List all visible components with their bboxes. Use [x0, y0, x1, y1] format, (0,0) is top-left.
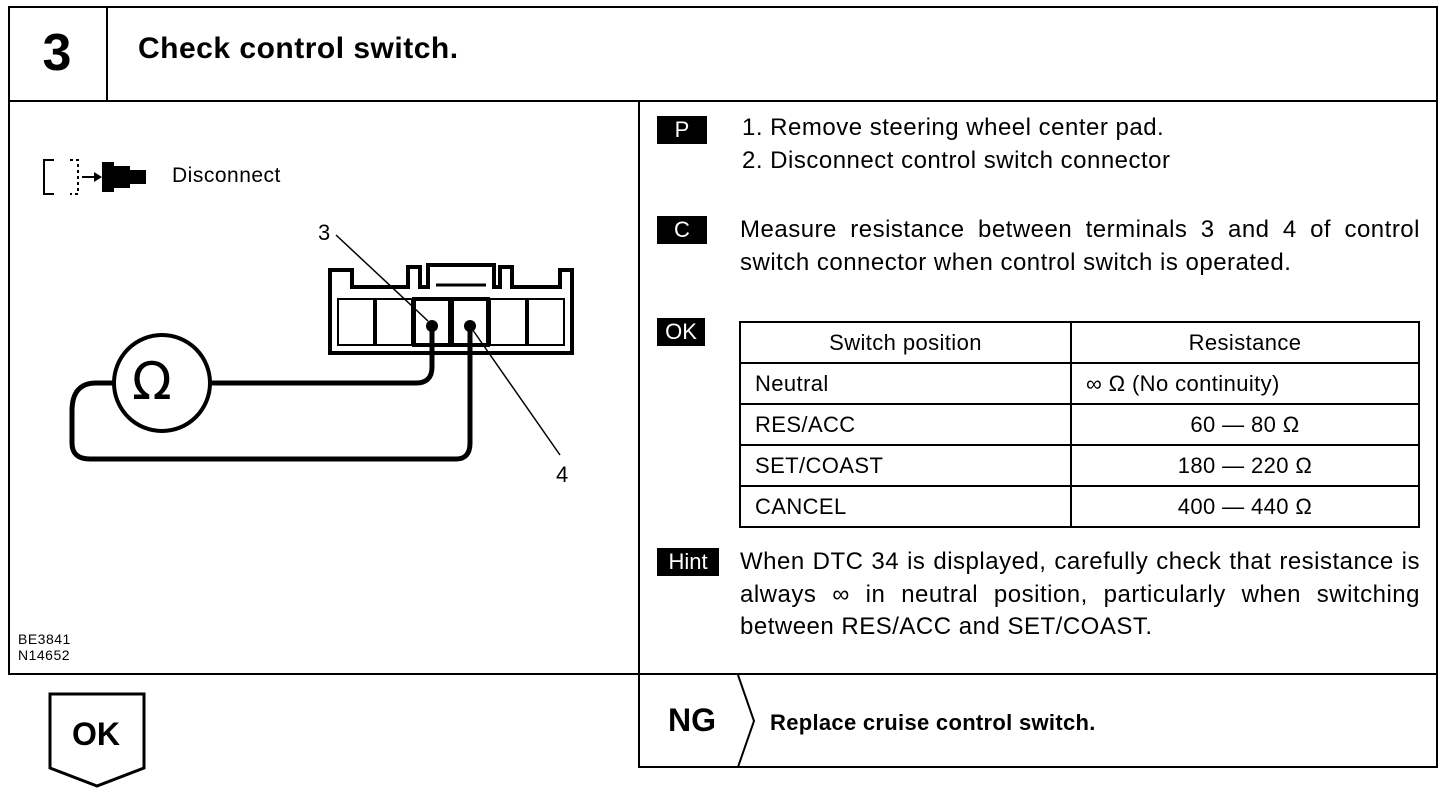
table-cell: 400 — 440 Ω — [1070, 485, 1420, 528]
table-cell: CANCEL — [739, 485, 1072, 528]
ok-result-arrow — [48, 692, 146, 788]
terminal-4-label: 4 — [556, 462, 569, 487]
table-header: Resistance — [1070, 321, 1420, 364]
table-row: Neutral ∞ Ω (No continuity) — [739, 362, 1420, 405]
table-cell: 180 — 220 Ω — [1070, 444, 1420, 487]
table-cell: Neutral — [739, 362, 1072, 405]
table-row: CANCEL 400 — 440 Ω — [739, 485, 1420, 528]
disconnect-label: Disconnect — [172, 164, 281, 187]
table-header: Switch position — [739, 321, 1072, 364]
hint-text: When DTC 34 is displayed, carefully chec… — [740, 548, 1420, 640]
table-cell: RES/ACC — [739, 403, 1072, 446]
terminal-3-label: 3 — [318, 220, 331, 245]
ohm-symbol: Ω — [132, 352, 172, 412]
check-text: Measure resistance between terminals 3 a… — [740, 216, 1420, 276]
step-header — [8, 6, 1438, 102]
prep-step-2: 2. Disconnect control switch connector — [742, 147, 1171, 174]
disconnect-connector-icon — [43, 159, 146, 195]
instructions-panel — [638, 100, 1438, 675]
ng-action: Replace cruise control switch. — [770, 710, 1096, 735]
step-number: 3 — [8, 6, 108, 100]
table-row: RES/ACC 60 — 80 Ω — [739, 403, 1420, 446]
figure-code-2: N14652 — [18, 647, 71, 663]
diagram-panel — [8, 100, 640, 675]
figure-code-1: BE3841 — [18, 631, 71, 647]
ng-result-box — [638, 673, 1438, 768]
resistance-table: Switch position Resistance Neutral ∞ Ω (… — [739, 321, 1420, 528]
check-tag: C — [657, 216, 707, 244]
table-row: SET/COAST 180 — 220 Ω — [739, 444, 1420, 487]
table-cell: ∞ Ω (No continuity) — [1070, 362, 1420, 405]
ng-label: NG — [668, 702, 716, 738]
hint-tag: Hint — [657, 548, 719, 576]
ok-label: OK — [72, 716, 120, 752]
table-header-row: Switch position Resistance — [739, 321, 1420, 364]
prep-step-1: 1. Remove steering wheel center pad. — [742, 114, 1165, 141]
step-title: Check control switch. — [138, 32, 459, 65]
ohmmeter-connector-diagram — [69, 234, 574, 462]
prep-tag: P — [657, 116, 707, 144]
table-cell: 60 — 80 Ω — [1070, 403, 1420, 446]
ok-tag: OK — [657, 318, 705, 346]
ng-arrow-divider — [737, 675, 756, 767]
table-cell: SET/COAST — [739, 444, 1072, 487]
